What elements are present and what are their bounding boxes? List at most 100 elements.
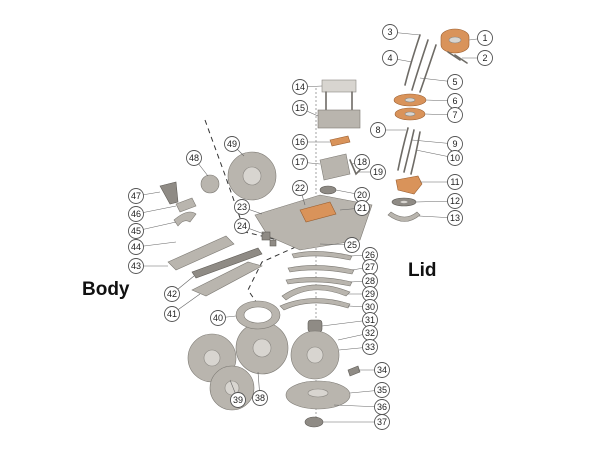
callout-circle-35 [374,382,390,398]
part-26-30-arcs [279,251,355,311]
callout-number-29: 29 [365,289,375,299]
callout-39: 39 [230,392,246,408]
callout-number-23: 23 [237,202,247,212]
callout-number-33: 33 [365,342,375,352]
callout-45: 45 [128,223,144,239]
callout-circle-10 [447,150,463,166]
callout-circle-19 [370,164,386,180]
callout-number-5: 5 [452,77,457,87]
callout-number-12: 12 [450,196,460,206]
callout-40: 40 [210,310,226,326]
callout-3: 3 [382,24,398,40]
part-37-nut [304,416,324,428]
callout-number-9: 9 [452,139,457,149]
part-1-copper-block [440,28,470,54]
callout-23: 23 [234,199,250,215]
callout-13: 13 [447,210,463,226]
callout-2: 2 [477,50,493,66]
callout-circle-3 [382,24,398,40]
callout-number-10: 10 [450,153,460,163]
callout-circle-49 [224,136,240,152]
callout-number-18: 18 [357,157,367,167]
part-34-screw [347,365,361,377]
callout-number-45: 45 [131,226,141,236]
part-35-36-rotor [285,380,351,410]
part-23-24-pins [261,231,277,247]
callout-number-26: 26 [365,250,375,260]
callout-circle-21 [354,200,370,216]
part-2-pins [447,51,468,64]
callout-38: 38 [252,390,268,406]
callout-circle-24 [234,218,250,234]
part-49-large-gear [227,151,277,201]
callout-7: 7 [447,107,463,123]
callout-number-46: 46 [131,209,141,219]
callout-circle-15 [292,100,308,116]
callout-number-30: 30 [365,302,375,312]
group-label-body: Body [82,279,130,300]
callout-14: 14 [292,79,308,95]
callout-circle-12 [447,193,463,209]
callout-number-34: 34 [377,365,387,375]
part-21-22-plate [254,194,373,251]
callout-circle-38 [252,390,268,406]
callout-21: 21 [354,200,370,216]
callout-circle-5 [447,74,463,90]
callout-number-36: 36 [377,402,387,412]
callout-number-42: 42 [167,289,177,299]
callout-circle-46 [128,206,144,222]
callout-circle-45 [128,223,144,239]
callout-circle-47 [128,188,144,204]
callout-number-47: 47 [131,191,141,201]
callout-number-4: 4 [387,53,392,63]
callout-circle-42 [164,286,180,302]
part-6-copper-ring [393,93,427,107]
callout-number-37: 37 [377,417,387,427]
callout-number-7: 7 [452,110,457,120]
callout-number-49: 49 [227,139,237,149]
callout-number-38: 38 [255,393,265,403]
callout-circle-2 [477,50,493,66]
callout-41: 41 [164,306,180,322]
callout-number-41: 41 [167,309,177,319]
callout-circle-4 [382,50,398,66]
callout-circle-16 [292,134,308,150]
callout-number-32: 32 [365,328,375,338]
callout-number-24: 24 [237,221,247,231]
callout-number-21: 21 [357,203,367,213]
callout-circle-48 [186,150,202,166]
callout-circle-8 [370,122,386,138]
callout-33: 33 [362,339,378,355]
callout-number-48: 48 [189,153,199,163]
callout-circle-43 [128,258,144,274]
callout-number-1: 1 [482,33,487,43]
callout-circle-25 [344,237,360,253]
callout-19: 19 [370,164,386,180]
callout-circle-44 [128,239,144,255]
callout-25: 25 [344,237,360,253]
part-33-gear [290,330,340,380]
callout-44: 44 [128,239,144,255]
leader-line-31 [321,319,371,327]
callout-number-27: 27 [365,262,375,272]
callout-6: 6 [447,93,463,109]
callout-circle-7 [447,107,463,123]
callout-49: 49 [224,136,240,152]
callout-17: 17 [292,154,308,170]
callout-number-11: 11 [450,177,459,187]
part-48-small-gear [200,174,220,194]
callout-circle-33 [362,339,378,355]
callout-32: 32 [362,325,378,341]
part-14-15-block [317,79,361,129]
callout-9: 9 [447,136,463,152]
part-17-20-mechanism [319,153,361,195]
part-11-copper-piece [395,175,423,195]
callout-number-43: 43 [131,261,141,271]
part-13-clip [387,211,421,222]
part-47-bracket [159,181,179,205]
callout-circle-17 [292,154,308,170]
callout-circle-40 [210,310,226,326]
